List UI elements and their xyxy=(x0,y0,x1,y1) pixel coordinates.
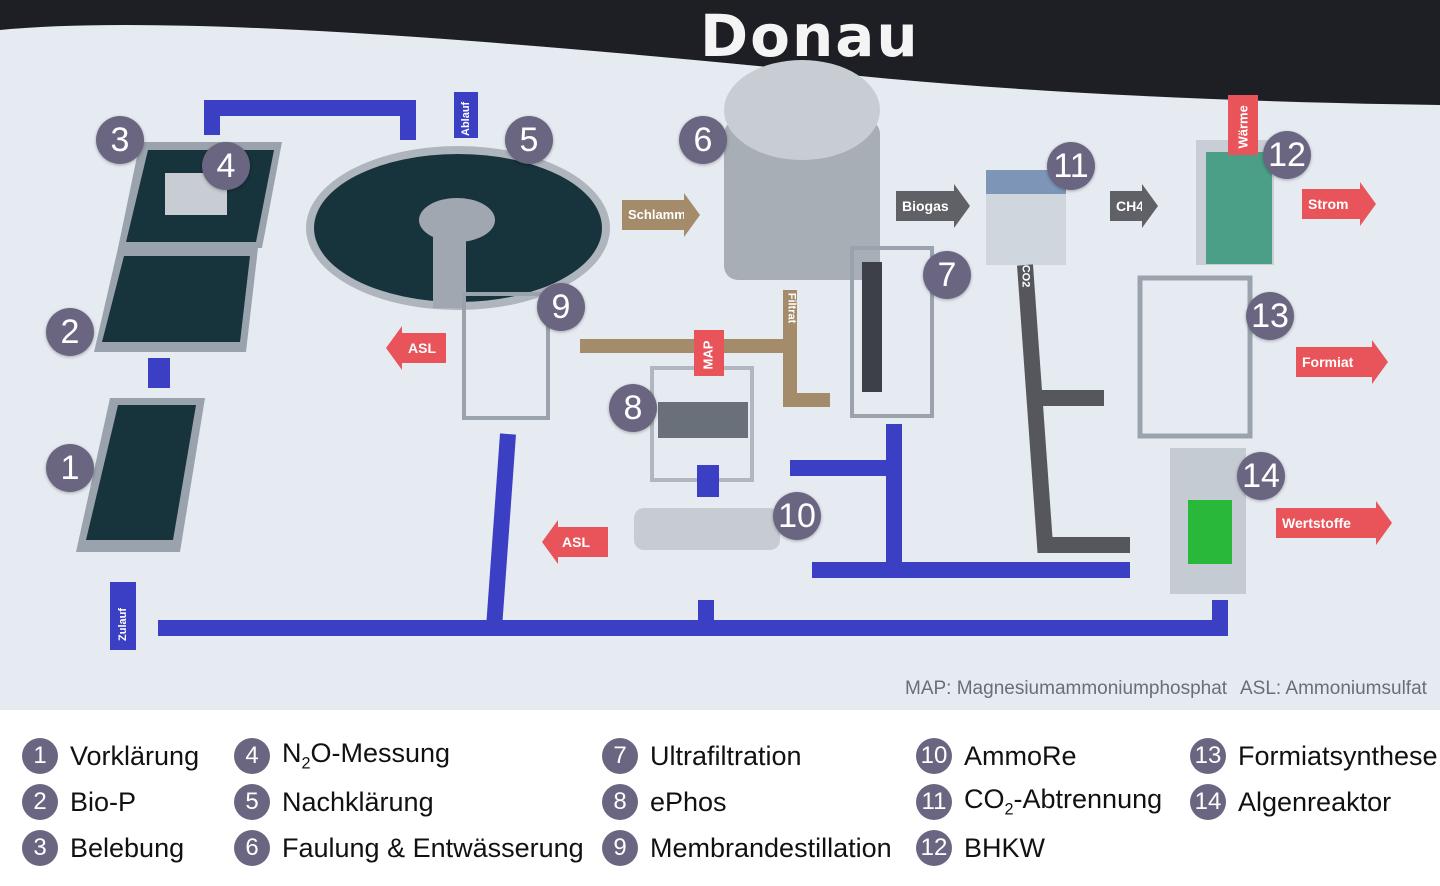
badge-9: 9 xyxy=(537,283,585,331)
co2-label: CO2 xyxy=(1019,264,1032,288)
asl-arrow-2: ASL xyxy=(542,520,608,564)
legend-number: 2 xyxy=(22,784,58,820)
river-label: Donau xyxy=(700,2,920,70)
legend-label: Belebung xyxy=(70,832,185,863)
legend-item: 4 N2O-Messung xyxy=(234,736,450,776)
legend-number: 14 xyxy=(1190,784,1226,820)
legend-label: AmmoRe xyxy=(964,740,1077,771)
footnote-asl: ASL: Ammoniumsulfat xyxy=(1240,678,1427,699)
legend-number: 3 xyxy=(22,830,58,866)
badge-14: 14 xyxy=(1237,452,1285,500)
legend-label: Formiatsynthese xyxy=(1238,740,1438,771)
membrane-distillation xyxy=(462,292,550,420)
ch4-arrow: CH4 xyxy=(1110,184,1158,228)
badge-2: 2 xyxy=(46,308,94,356)
badge-13: 13 xyxy=(1246,292,1294,340)
legend-number: 6 xyxy=(234,830,270,866)
water-pipes xyxy=(158,100,1228,636)
legend-item: 5 Nachklärung xyxy=(234,782,434,822)
badge-11: 11 xyxy=(1047,142,1095,190)
badge-5: 5 xyxy=(505,116,553,164)
badge-4: 4 xyxy=(202,142,250,190)
legend-number: 8 xyxy=(602,784,638,820)
legend-item: 11 CO2-Abtrennung xyxy=(916,782,1162,822)
asl-arrow-1: ASL xyxy=(386,326,446,370)
ammore xyxy=(634,508,780,550)
waerme-label: Wärme xyxy=(1235,105,1251,149)
legend-number: 13 xyxy=(1190,738,1226,774)
badge-6: 6 xyxy=(679,116,727,164)
legend-item: 3 Belebung xyxy=(22,828,184,868)
legend-number: 12 xyxy=(916,830,952,866)
waerme-arrow xyxy=(1228,95,1258,155)
legend-item: 1 Vorklärung xyxy=(22,736,199,776)
ablauf-label: Ablauf xyxy=(460,101,472,136)
diagram-graphics xyxy=(0,0,1440,636)
legend-label: ePhos xyxy=(650,786,727,817)
legend-label: Membrandestillation xyxy=(650,832,892,863)
badge-8: 8 xyxy=(609,384,657,432)
legend-label: Bio-P xyxy=(70,786,137,817)
ultrafiltration xyxy=(850,246,934,418)
co2-pipe xyxy=(1017,264,1130,553)
biogas-arrow: Biogas xyxy=(896,184,970,228)
legend-number: 1 xyxy=(22,738,58,774)
legend-label: Vorklärung xyxy=(70,740,200,771)
legend-label: Faulung & Entwässerung xyxy=(282,832,584,863)
legend-number: 10 xyxy=(916,738,952,774)
flow-arrow-down xyxy=(697,465,719,497)
legend-label: BHKW xyxy=(964,832,1045,863)
zulauf-label: Zulauf xyxy=(117,608,129,641)
legend-item: 7 Ultrafiltration xyxy=(602,736,802,776)
legend-item: 12 BHKW xyxy=(916,828,1045,868)
legend-number: 11 xyxy=(916,784,952,820)
legend-number: 4 xyxy=(234,738,270,774)
wertstoffe-arrow: Wertstoffe xyxy=(1276,501,1392,545)
strom-arrow: Strom xyxy=(1302,182,1376,226)
filtrat-label: Filtrat xyxy=(785,292,798,324)
legend-number: 5 xyxy=(234,784,270,820)
formiat-unit xyxy=(1137,275,1253,439)
badge-7: 7 xyxy=(923,251,971,299)
legend-item: 8 ePhos xyxy=(602,782,727,822)
formiat-arrow: Formiat xyxy=(1296,340,1388,384)
map-label: MAP xyxy=(700,340,716,370)
badge-3: 3 xyxy=(96,116,144,164)
legend-label: Nachklärung xyxy=(282,786,434,817)
footnote-map: MAP: Magnesiumammoniumphosphat xyxy=(905,678,1228,699)
flow-arrow-up xyxy=(148,358,170,388)
legend-label: Algenreaktor xyxy=(1238,786,1392,817)
legend-item: 9 Membrandestillation xyxy=(602,828,892,868)
ablauf-arrow xyxy=(454,92,478,138)
legend-number: 7 xyxy=(602,738,638,774)
legend-item: 14 Algenreaktor xyxy=(1190,782,1391,822)
legend-label: CO2-Abtrennung xyxy=(964,784,1163,819)
legend-item: 2 Bio-P xyxy=(22,782,136,822)
digester xyxy=(724,120,880,280)
legend-item: 13 Formiatsynthese xyxy=(1190,736,1438,776)
legend-item: 10 AmmoRe xyxy=(916,736,1077,776)
badge-10: 10 xyxy=(773,492,821,540)
badge-1: 1 xyxy=(46,444,94,492)
legend-number: 9 xyxy=(602,830,638,866)
sludge-pipe xyxy=(580,290,830,407)
map-arrow xyxy=(694,330,724,376)
schlamm-arrow: Schlamm xyxy=(622,193,700,237)
zulauf-arrow xyxy=(110,582,136,650)
legend-label: N2O-Messung xyxy=(282,738,451,773)
legend-item: 6 Faulung & Entwässerung xyxy=(234,828,584,868)
legend-label: Ultrafiltration xyxy=(650,740,802,771)
river-danube xyxy=(0,0,1440,105)
badge-12: 12 xyxy=(1263,131,1311,179)
process-diagram: Donau Schlamm Biogas CH4 Strom Formiat W… xyxy=(0,0,1440,710)
